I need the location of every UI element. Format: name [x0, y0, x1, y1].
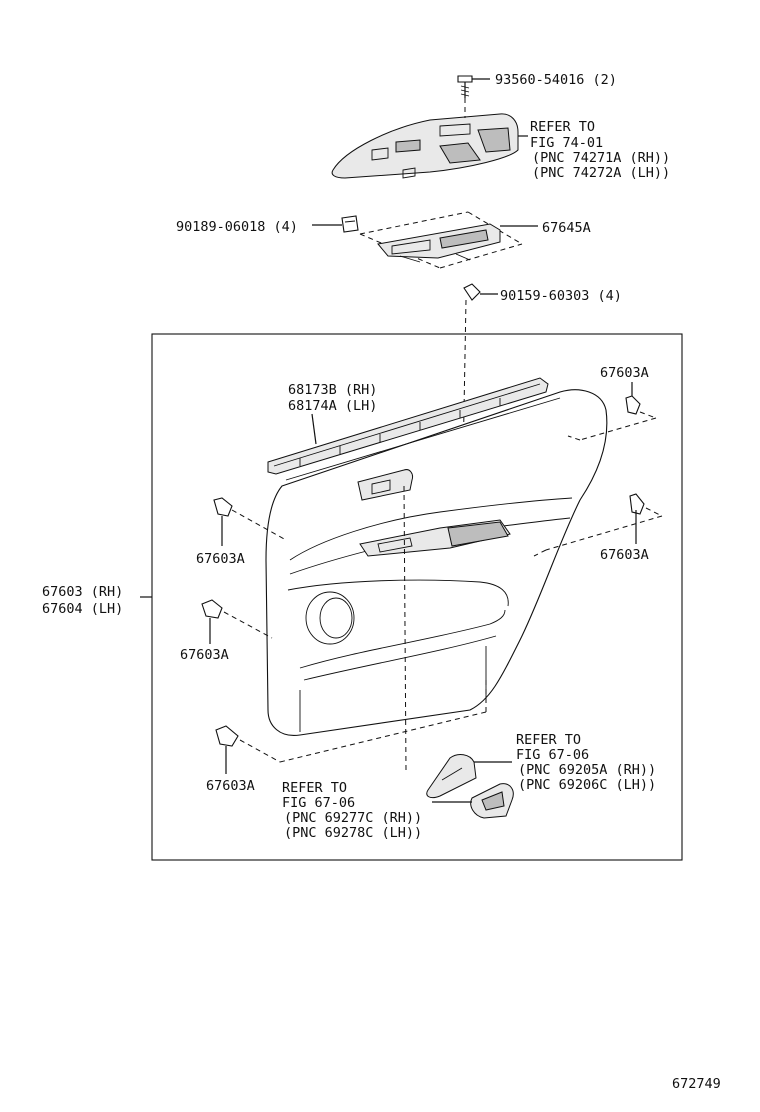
clip-90189: [312, 215, 359, 233]
door-trim-panel: [265, 389, 608, 736]
inside-handle: [426, 754, 512, 799]
clip-right: [629, 493, 645, 544]
bracket-67645a: [377, 223, 538, 263]
label-handle-ref-1: REFER TO: [516, 732, 581, 748]
label-switch-ref-3: (PNC 74271A (RH)): [532, 150, 670, 166]
diagram-number: 672749: [672, 1076, 721, 1092]
clip-left-2: [201, 599, 223, 644]
label-bezel-ref-2: FIG 67-06: [282, 795, 355, 811]
label-switch-ref-2: FIG 74-01: [530, 135, 603, 151]
label-clip-right: 67603A: [600, 547, 649, 563]
label-screw-top: 93560-54016 (2): [495, 72, 617, 88]
label-clip-top-right: 67603A: [600, 365, 649, 381]
label-handle-ref-3: (PNC 69205A (RH)): [518, 762, 656, 778]
label-weatherstrip-rh: 68173B (RH): [288, 382, 377, 398]
clip-bottom-left: [215, 725, 239, 774]
label-bracket: 67645A: [542, 220, 591, 236]
label-switch-ref-1: REFER TO: [530, 119, 595, 135]
weatherstrip: [267, 377, 549, 475]
label-handle-ref-4: (PNC 69206C (LH)): [518, 777, 656, 793]
clip-top-right: [625, 382, 641, 415]
label-clip-left-2: 67603A: [180, 647, 229, 663]
label-switch-ref-4: (PNC 74272A (LH)): [532, 165, 670, 181]
label-weatherstrip-lh: 68174A (LH): [288, 398, 377, 414]
screw-90159: [463, 283, 498, 301]
handle-bezel: [432, 783, 514, 819]
label-screw-mid: 90159-60303 (4): [500, 288, 622, 304]
label-bezel-ref-1: REFER TO: [282, 780, 347, 796]
label-bezel-ref-4: (PNC 69278C (LH)): [284, 825, 422, 841]
clip-left-1: [213, 497, 233, 546]
label-panel-rh: 67603 (RH): [42, 584, 123, 600]
label-bezel-ref-3: (PNC 69277C (RH)): [284, 810, 422, 826]
label-handle-ref-2: FIG 67-06: [516, 747, 589, 763]
top-screw: [457, 75, 490, 98]
label-clip-90189: 90189-06018 (4): [176, 219, 298, 235]
label-panel-lh: 67604 (LH): [42, 601, 123, 617]
label-clip-left-1: 67603A: [196, 551, 245, 567]
label-clip-bottom-left: 67603A: [206, 778, 255, 794]
power-window-switch: [331, 113, 528, 179]
